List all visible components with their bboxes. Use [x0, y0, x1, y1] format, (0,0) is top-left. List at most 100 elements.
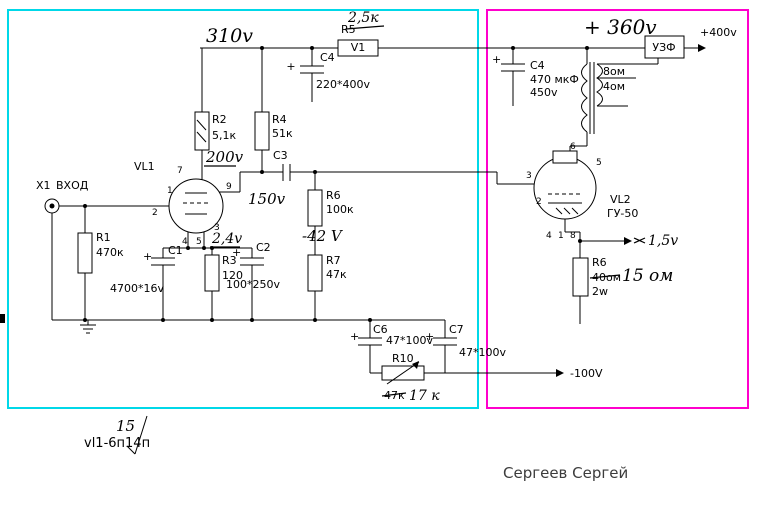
- c1-ref: C1: [168, 244, 183, 257]
- vl2-type: ГУ-50: [607, 207, 638, 220]
- vl1-ref: VL1: [134, 160, 155, 173]
- capacitor-c7: [433, 337, 457, 346]
- input-label: ВХОД: [56, 179, 89, 192]
- c2-ref: C2: [256, 241, 271, 254]
- vl2-pin-6: 6: [570, 142, 576, 152]
- vl2-pin-3: 3: [526, 171, 532, 181]
- capacitor-c3: [282, 164, 291, 181]
- uzf-block: [644, 35, 685, 59]
- c4-left-plus: +: [286, 60, 295, 73]
- vl1-pin-4: 4: [182, 237, 188, 247]
- r6-right-old-value: 40ом: [592, 271, 621, 284]
- handwritten-annotations: 310v 2,5к 200v 150v 2,4v -42 V + 360v 1,…: [116, 10, 678, 455]
- wires-left: [51, 47, 645, 374]
- c6-value: 47*100v: [386, 334, 433, 347]
- transformer-tap-4ohm: 4ом: [603, 80, 625, 93]
- c7-ref: C7: [449, 323, 464, 336]
- printed-labels: X1 ВХОД R1 470к R2 5,1к R4 51к R5 V1 C4 …: [36, 23, 737, 451]
- r2-value: 5,1к: [212, 129, 236, 142]
- r2-ref: R2: [212, 113, 227, 126]
- c6-ref: C6: [373, 323, 388, 336]
- edge-artifact: [0, 314, 5, 323]
- capacitor-c4-left: [300, 65, 324, 74]
- resistor-r2: [194, 111, 210, 151]
- r5-ref: R5: [341, 23, 356, 36]
- c3-ref: C3: [273, 149, 288, 162]
- annotation-cathode1: 2,4v: [211, 231, 242, 247]
- junction-dots: [83, 46, 589, 322]
- c1-value: 4700*16v: [110, 282, 164, 295]
- capacitor-c6: [358, 337, 382, 346]
- vl2-pin-8: 8: [570, 231, 576, 241]
- r2-mark: [196, 119, 207, 131]
- c7-value: 47*100v: [459, 346, 506, 359]
- input-ref: X1: [36, 179, 51, 192]
- annotation-anode1: 200v: [205, 148, 244, 166]
- r3-value: 120: [222, 269, 243, 282]
- vl1-pin-7: 7: [177, 166, 183, 176]
- capacitor-c1: [151, 257, 175, 266]
- input-connector: [44, 198, 60, 214]
- r7-value: 47к: [326, 268, 347, 281]
- vl1-pin-2: 2: [152, 208, 158, 218]
- cathode2-arrow: [624, 237, 632, 245]
- vl1-tube-note: vl1-6п14п: [84, 436, 150, 451]
- annotation-r5-new: 2,5к: [347, 10, 379, 26]
- annotation-anode2: 150v: [248, 190, 286, 208]
- annotation-r6-right-new: 15 ом: [622, 266, 673, 286]
- r5-tag: V1: [351, 41, 366, 54]
- annotation-cathode2: 1,5v: [648, 233, 678, 249]
- c1-plus: +: [143, 250, 152, 263]
- signature: Сергеев Сергей: [503, 464, 628, 482]
- r6-left-ref: R6: [326, 189, 341, 202]
- c4-right-ref: C4: [530, 59, 545, 72]
- vl2-pin-4: 4: [546, 231, 552, 241]
- r7-ref: R7: [326, 254, 341, 267]
- annotation-grid-bias: -42 V: [302, 227, 344, 245]
- resistor-r3: [204, 254, 220, 292]
- vl2-pin-2: 2: [536, 197, 542, 207]
- resistor-r6-left: [307, 189, 323, 227]
- c4-right-voltage: 450v: [530, 86, 558, 99]
- output-transformer: [581, 62, 603, 134]
- correction-strikes: [345, 25, 646, 397]
- c4-left-value: 220*400v: [316, 78, 370, 91]
- tube-vl2: [533, 150, 597, 220]
- r3-ref: R3: [222, 254, 237, 267]
- c2-plus: +: [232, 246, 241, 259]
- check-stroke: [126, 415, 148, 455]
- capacitor-c2: [240, 257, 264, 266]
- r10-ref: R10: [392, 352, 414, 365]
- annotation-bplus-output: + 360v: [584, 15, 657, 39]
- c4-right-value: 470 мкФ: [530, 73, 579, 86]
- capacitor-c4-right: [501, 63, 525, 72]
- c6-plus: +: [350, 330, 359, 343]
- minus100-label: -100V: [570, 367, 603, 380]
- right-stage-frame: [486, 9, 749, 409]
- tube-vl1: [168, 178, 224, 234]
- r4-ref: R4: [272, 113, 287, 126]
- vl2-pin-1: 1: [558, 231, 564, 241]
- r6-left-value: 100к: [326, 203, 354, 216]
- plus400-label: +400v: [700, 26, 737, 39]
- r2-mark: [196, 131, 207, 143]
- r4-value: 51к: [272, 127, 293, 140]
- r1-value: 470к: [96, 246, 124, 259]
- wires-right: [512, 47, 698, 324]
- uzf-label: УЗФ: [652, 41, 675, 54]
- r1-ref: R1: [96, 231, 111, 244]
- vl1-pin-3: 3: [214, 223, 220, 233]
- annotation-bplus-input: 310v: [206, 25, 253, 47]
- components: [44, 35, 685, 385]
- plus400-arrow: [698, 44, 706, 52]
- c2-value: 100*250v: [226, 278, 280, 291]
- minus100-arrow: [556, 369, 564, 377]
- resistor-r4: [254, 111, 270, 151]
- r10-old-value: 47к: [384, 389, 405, 402]
- vl1-pin-5: 5: [196, 237, 202, 247]
- vl2-pin-5: 5: [596, 158, 602, 168]
- c4-left-ref: C4: [320, 51, 335, 64]
- left-stage-frame: [7, 9, 479, 409]
